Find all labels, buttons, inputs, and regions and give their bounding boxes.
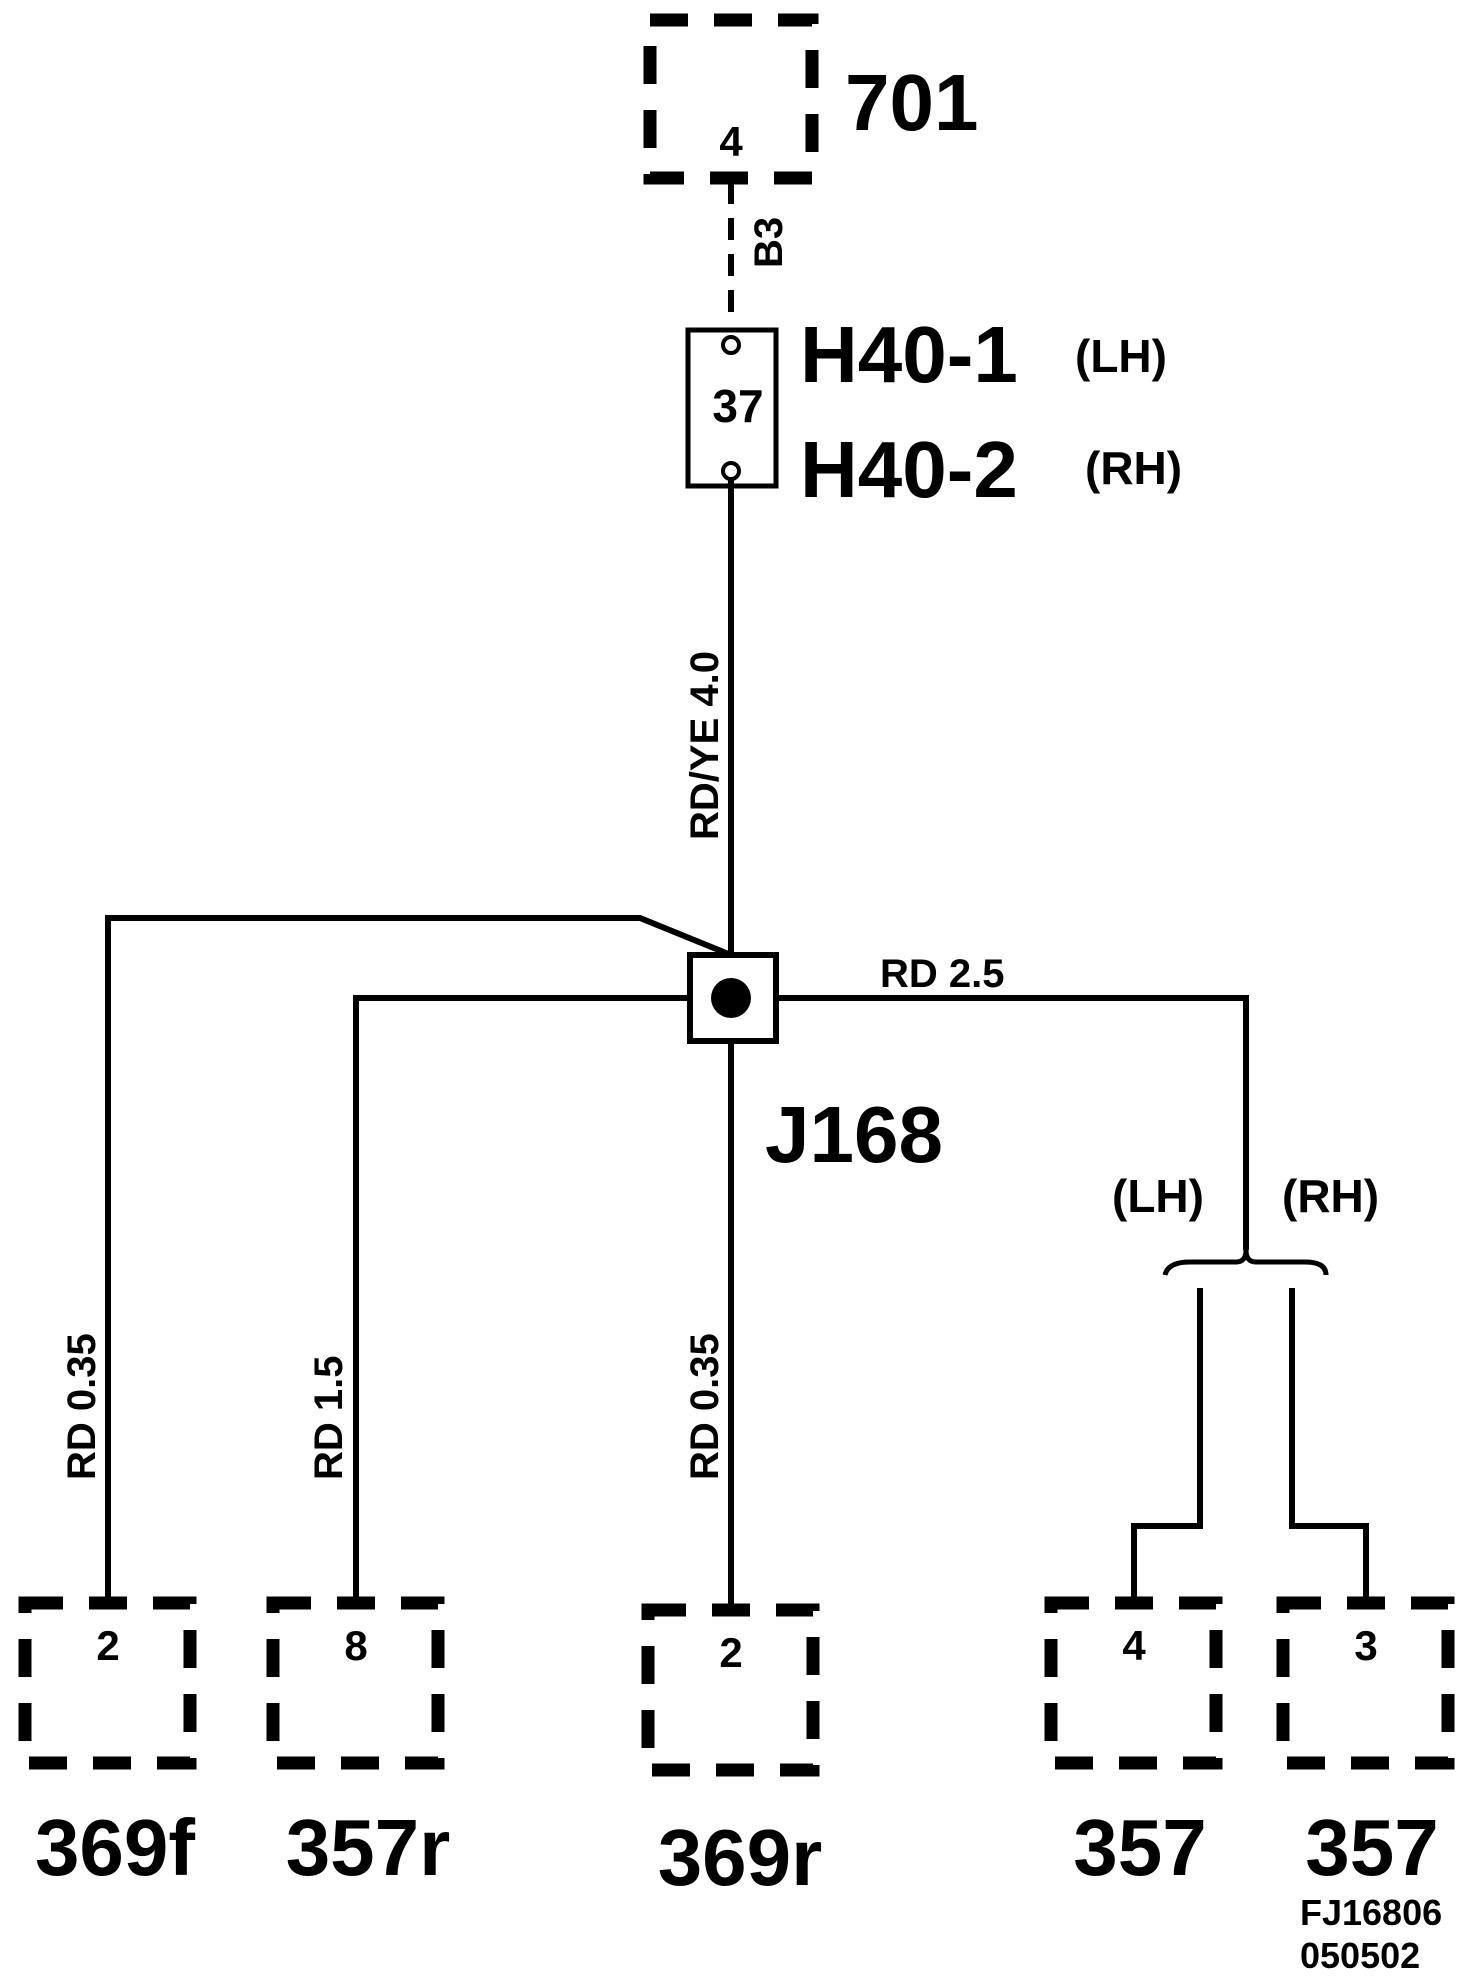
wire-right	[776, 995, 1249, 1250]
fuse-side-2: (RH)	[1085, 442, 1182, 494]
wire-369f-label: RD 0.35	[60, 1333, 104, 1480]
branch-brace	[1162, 1249, 1329, 1276]
fuse-terminal-bottom	[721, 461, 741, 481]
connector-369r-label: 369r	[658, 1813, 823, 1902]
junction-node	[711, 978, 751, 1018]
connector-357-lh-label: 357	[1073, 1803, 1206, 1892]
connector-357-lh-pin: 4	[1122, 1622, 1146, 1669]
connector-369f-label: 369f	[35, 1803, 195, 1892]
wire-357r-label: RD 1.5	[307, 1356, 351, 1481]
connector-701: 4 701	[643, 13, 978, 185]
wire-right-label: RD 2.5	[880, 952, 1005, 996]
wire-369f	[105, 915, 733, 1598]
connector-357r: 8 357r	[266, 1596, 451, 1892]
connector-357r-pin: 8	[344, 1622, 367, 1669]
connector-357-rh-pin: 3	[1354, 1622, 1377, 1669]
connector-701-label: 701	[845, 58, 978, 147]
wire-369r-label: RD 0.35	[683, 1333, 727, 1480]
wire-357-rh	[1289, 1288, 1369, 1598]
fuse-pin: 37	[712, 380, 763, 432]
fuse-terminal-top	[721, 335, 741, 355]
junction-label: J168	[765, 1090, 943, 1179]
connector-357-lh: 4 357	[1044, 1596, 1223, 1892]
connector-357r-label: 357r	[286, 1803, 451, 1892]
connector-369r-pin: 2	[719, 1629, 742, 1676]
connector-369f-pin: 2	[96, 1622, 119, 1669]
fuse-side-1: (LH)	[1075, 330, 1167, 382]
junction-j168: J168	[687, 952, 943, 1179]
connector-369f: 2 369f	[18, 1596, 197, 1892]
wire-main-label: RD/YE 4.0	[683, 651, 727, 840]
wire-357r	[353, 995, 690, 1598]
connector-357-rh: 3 357	[1276, 1596, 1455, 1892]
reference-date: 050502	[1300, 1935, 1420, 1976]
fuse-h40: 37 H40-1 (LH) H40-2 (RH)	[685, 310, 1182, 514]
wire-b3-label: B3	[747, 217, 791, 268]
reference-code: FJ16806	[1300, 1892, 1442, 1933]
connector-369r: 2 369r	[641, 1603, 823, 1902]
fuse-label-2: H40-2	[800, 425, 1018, 514]
branch-rh-label: (RH)	[1282, 1170, 1379, 1222]
connector-357-rh-label: 357	[1305, 1803, 1438, 1892]
connector-701-pin: 4	[719, 118, 743, 165]
wire-357-lh	[1131, 1288, 1203, 1598]
branch-lh-label: (LH)	[1112, 1170, 1204, 1222]
fuse-label-1: H40-1	[800, 310, 1018, 399]
